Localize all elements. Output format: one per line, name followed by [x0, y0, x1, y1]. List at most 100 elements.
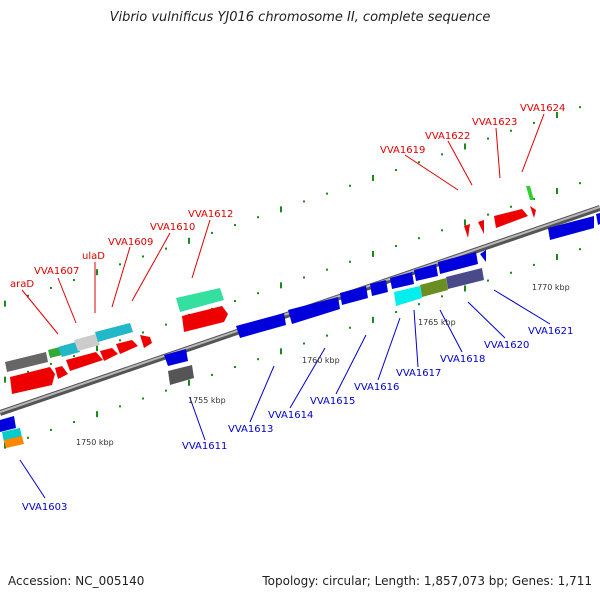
major-tick	[96, 345, 98, 352]
minor-tick	[349, 184, 351, 187]
minor-tick	[119, 263, 121, 266]
minor-tick	[579, 248, 581, 251]
minor-tick	[165, 389, 167, 392]
gene-mint	[176, 288, 224, 312]
label-vva1607: VVA1607	[34, 266, 79, 277]
minor-tick	[441, 295, 443, 298]
label-arad: araD	[10, 279, 34, 290]
tick-label-1755: 1755 kbp	[188, 396, 226, 405]
reverse-leaders	[19, 289, 551, 499]
minor-tick	[73, 279, 75, 282]
minor-tick	[303, 276, 305, 279]
major-tick	[372, 316, 374, 323]
label-vva1621: VVA1621	[528, 326, 573, 337]
label-vva1623: VVA1623	[472, 117, 517, 128]
major-tick	[4, 376, 6, 383]
gene-blue-8	[548, 216, 594, 240]
tick-label-1770: 1770 kbp	[532, 283, 570, 292]
gene-green-small	[48, 347, 62, 358]
major-tick	[372, 250, 374, 257]
minor-tick	[510, 205, 512, 208]
label-vva1620: VVA1620	[484, 340, 529, 351]
gene-blue-6	[414, 264, 438, 281]
minor-tick	[234, 224, 236, 227]
gene-grey-2	[168, 365, 194, 385]
gene-orange	[4, 436, 24, 448]
gene-blue-tri	[480, 250, 486, 262]
minor-tick	[234, 366, 236, 369]
major-tick	[188, 237, 190, 244]
minor-tick	[395, 169, 397, 172]
minor-tick	[165, 247, 167, 250]
label-vva1616: VVA1616	[354, 382, 399, 393]
gene-red-2	[55, 366, 68, 379]
tick-track-forward-inner	[4, 182, 581, 383]
minor-tick	[257, 292, 259, 295]
minor-tick	[27, 436, 29, 439]
minor-tick	[395, 245, 397, 248]
label-vva1617: VVA1617	[396, 368, 441, 379]
gene-red-3	[66, 352, 103, 371]
gene-grey-upper	[5, 352, 48, 372]
major-tick	[280, 348, 282, 355]
gene-blue-9	[596, 213, 600, 225]
minor-tick	[510, 271, 512, 274]
gene-red-tri-2	[478, 220, 484, 234]
minor-tick	[510, 129, 512, 132]
gene-blue-10	[164, 349, 188, 366]
label-vva1611: VVA1611	[182, 441, 227, 452]
major-tick	[464, 143, 466, 150]
gene-red-4	[100, 348, 118, 361]
label-vva1612: VVA1612	[188, 209, 233, 220]
minor-tick	[418, 161, 420, 164]
minor-tick	[487, 279, 489, 282]
gene-red-7	[182, 306, 228, 332]
gene-blue-7	[438, 252, 478, 274]
minor-tick	[326, 334, 328, 337]
minor-tick	[50, 362, 52, 365]
minor-tick	[211, 373, 213, 376]
minor-tick	[142, 331, 144, 334]
gene-blue-11	[0, 416, 16, 432]
minor-tick	[487, 137, 489, 140]
minor-tick	[487, 213, 489, 216]
minor-tick	[533, 263, 535, 266]
major-tick	[556, 188, 558, 195]
minor-tick	[303, 342, 305, 345]
forward-leaders	[21, 113, 545, 335]
minor-tick	[303, 200, 305, 203]
topology-summary: Topology: circular; Length: 1,857,073 bp…	[262, 574, 592, 588]
minor-tick	[418, 303, 420, 306]
label-vva1624: VVA1624	[520, 103, 565, 114]
minor-tick	[257, 216, 259, 219]
gene-slate	[446, 268, 484, 289]
gene-red-6	[140, 335, 152, 348]
gene-blue-1	[236, 313, 286, 338]
tick-track-reverse	[4, 248, 581, 449]
minor-tick	[326, 192, 328, 195]
major-tick	[188, 379, 190, 386]
major-tick	[280, 206, 282, 213]
minor-tick	[50, 428, 52, 431]
minor-tick	[73, 355, 75, 358]
reverse-features	[0, 213, 600, 448]
tick-label-1760: 1760 kbp	[302, 356, 340, 365]
label-vva1610: VVA1610	[150, 222, 195, 233]
major-tick	[464, 285, 466, 292]
minor-tick	[349, 260, 351, 263]
minor-tick	[533, 121, 535, 124]
kbp-tick-labels: 1750 kbp 1755 kbp 1760 kbp 1765 kbp 1770…	[76, 283, 570, 447]
minor-tick	[119, 339, 121, 342]
minor-tick	[27, 294, 29, 297]
gene-green-tall	[526, 186, 534, 200]
minor-tick	[326, 268, 328, 271]
label-vva1614: VVA1614	[268, 410, 313, 421]
gene-red-1	[10, 367, 55, 394]
gene-cyan	[394, 286, 422, 306]
major-tick	[464, 219, 466, 226]
minor-tick	[395, 311, 397, 314]
minor-tick	[234, 300, 236, 303]
minor-tick	[441, 153, 443, 156]
major-tick	[280, 282, 282, 289]
minor-tick	[579, 182, 581, 185]
